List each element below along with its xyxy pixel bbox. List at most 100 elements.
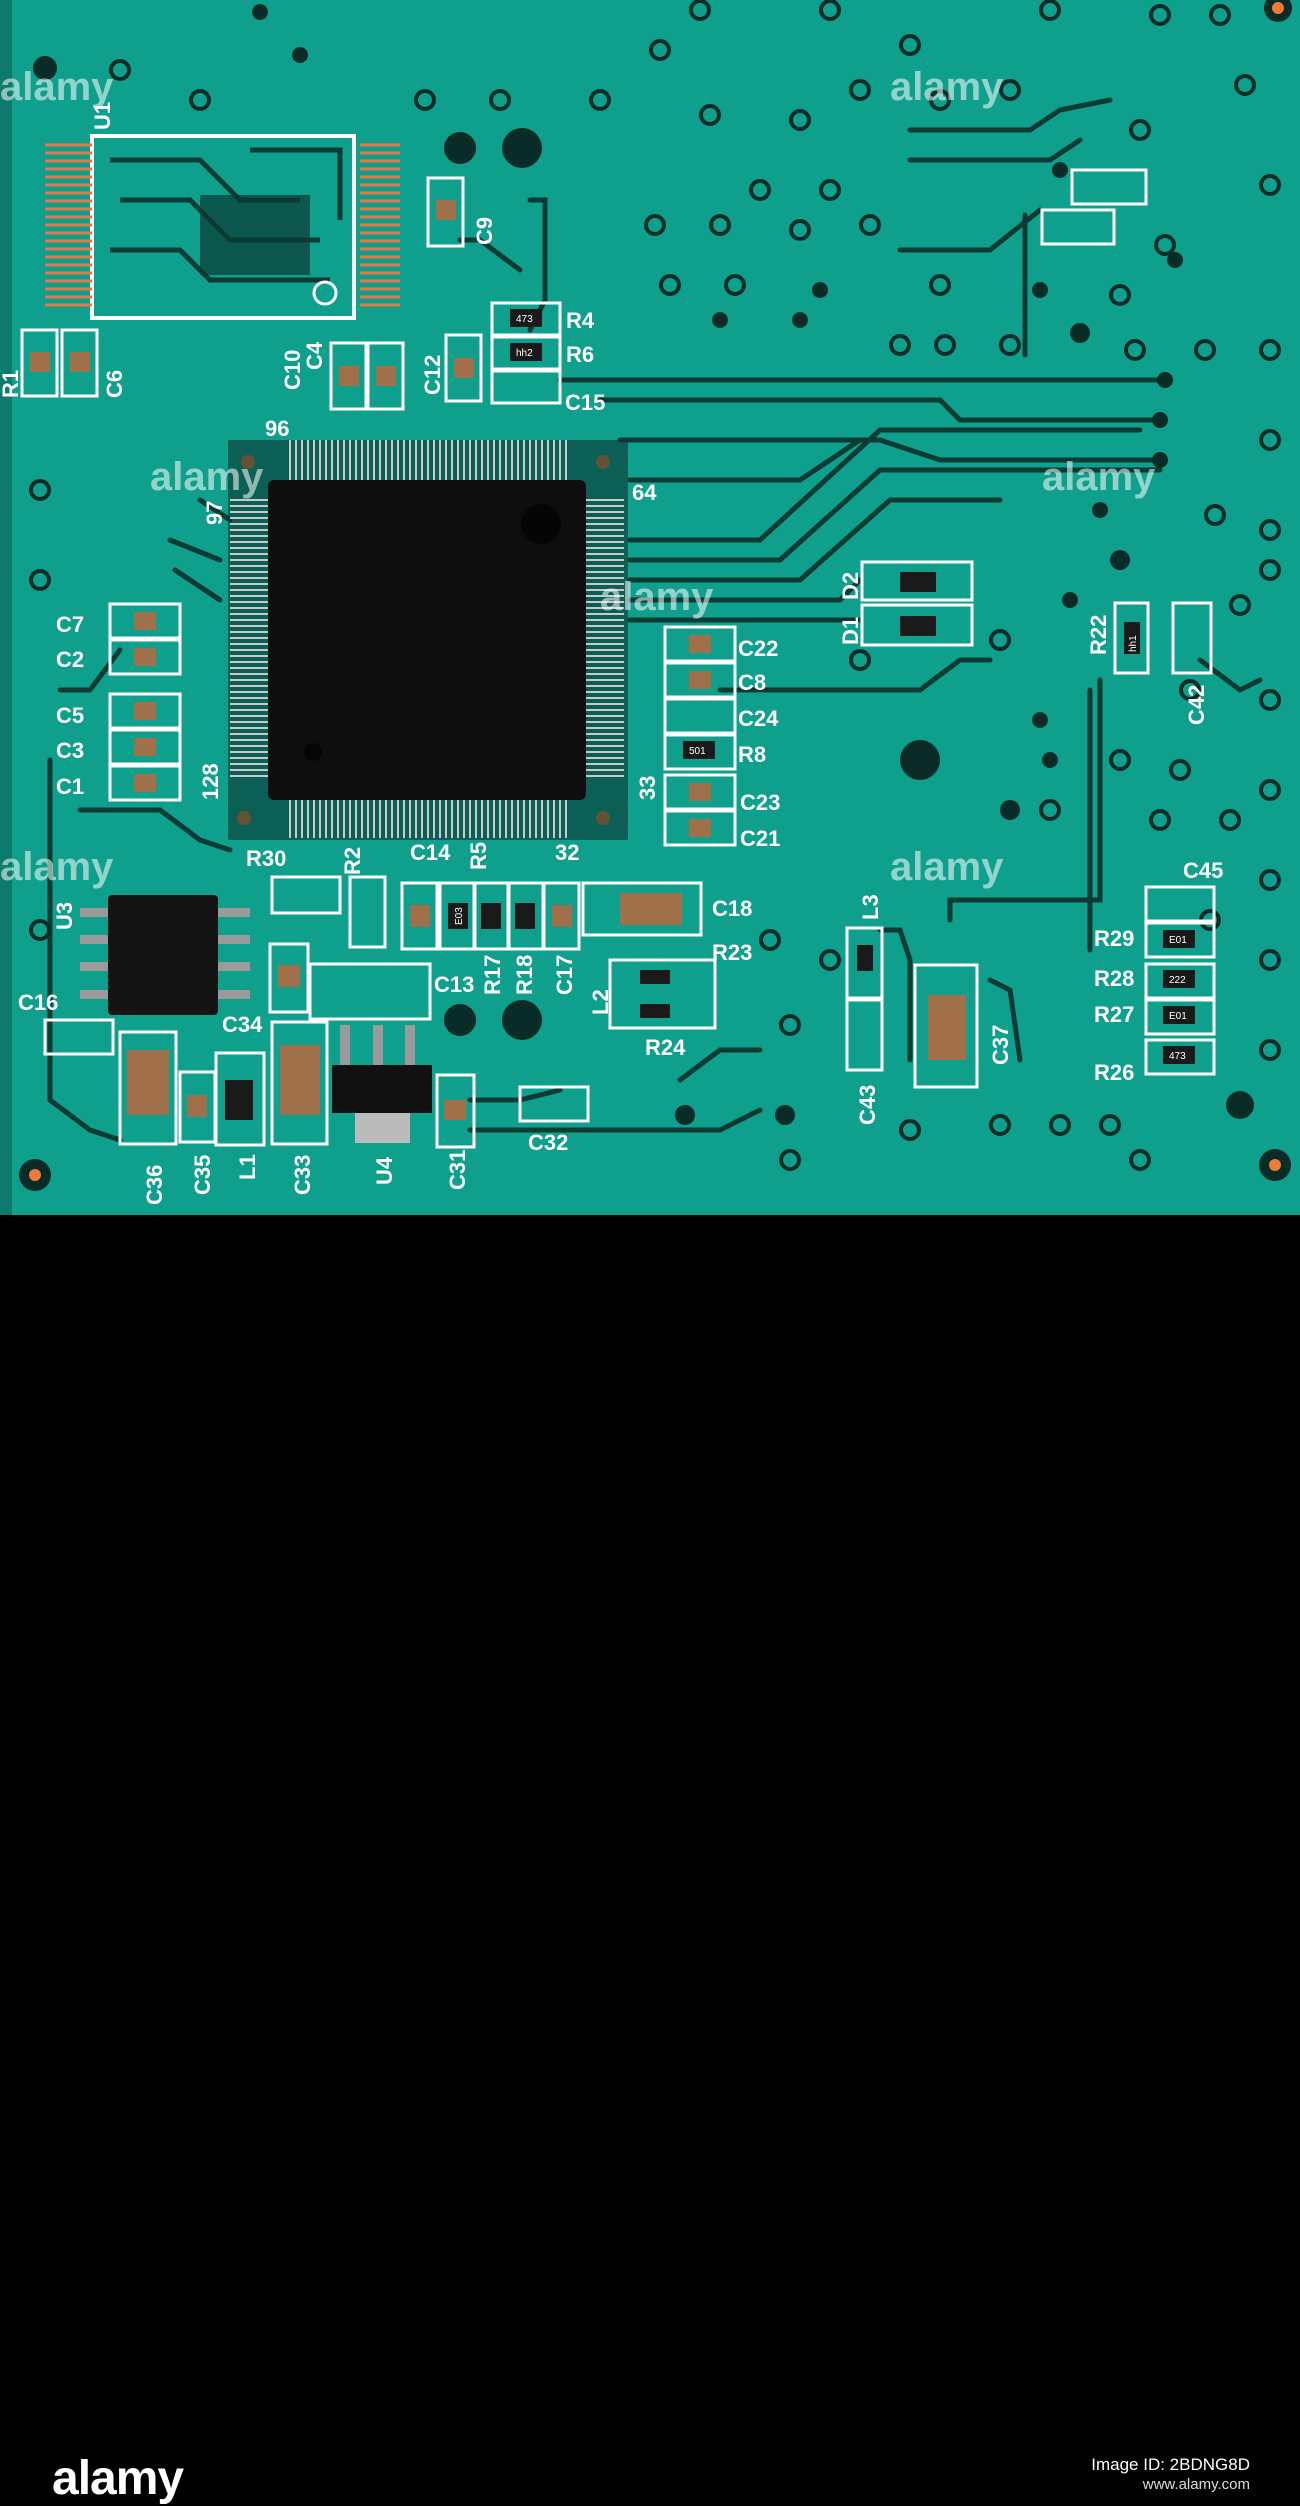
watermark: alamy [150,455,264,499]
code-r27: E01 [1169,1011,1187,1022]
pin-128: 128 [198,763,223,800]
label-c10: C10 [280,350,305,390]
label-l3: L3 [858,894,883,920]
label-r4: R4 [566,308,595,333]
label-u1: U1 [90,102,115,130]
label-c15: C15 [565,390,605,415]
label-r2: R2 [340,847,365,875]
label-c22: C22 [738,636,778,661]
label-c14: C14 [410,840,451,865]
label-l1: L1 [235,1154,260,1180]
watermark-layer: alamy alamy alamy alamy alamy alamy alam… [0,65,1156,889]
code-r28: 222 [1169,975,1186,986]
watermark: alamy [0,65,114,109]
label-r26: R26 [1094,1060,1134,1085]
label-c45: C45 [1183,858,1223,883]
label-c12: C12 [420,355,445,395]
label-c34: C34 [222,1012,263,1037]
label-l2: L2 [588,989,613,1015]
code-r6: hh2 [516,348,533,359]
label-c24: C24 [738,706,779,731]
stock-footer: alamy Image ID: 2BDNG8D www.alamy.com [0,1215,1300,2505]
pin-33: 33 [635,776,660,800]
label-r22: R22 [1086,615,1111,655]
label-c9: C9 [472,217,497,245]
label-c5: C5 [56,703,84,728]
pin-64: 64 [632,480,657,505]
label-r29: R29 [1094,926,1134,951]
label-d2: D2 [838,572,863,600]
component-bodies [30,200,966,1120]
label-r8: R8 [738,742,766,767]
watermark: alamy [890,845,1004,889]
label-c13: C13 [434,972,474,997]
image-id: Image ID: 2BDNG8D [1091,2455,1250,2474]
resistor-codes: 473 hh2 501 E01 222 E01 473 hh1 E03 [454,314,1187,1062]
label-c4: C4 [302,341,327,370]
label-c7: C7 [56,612,84,637]
label-c33: C33 [290,1155,315,1195]
label-c6: C6 [102,370,127,398]
label-d1: D1 [838,617,863,645]
u1-footprint [45,134,400,320]
label-c37: C37 [988,1025,1013,1065]
pin-32: 32 [555,840,579,865]
label-c21: C21 [740,826,780,851]
label-r6: R6 [566,342,594,367]
label-r23: R23 [712,940,752,965]
label-c18: C18 [712,896,752,921]
label-c42: C42 [1184,685,1209,725]
grid-vias [29,0,1281,1171]
label-c35: C35 [190,1155,215,1195]
code-r26: 473 [1169,1051,1186,1062]
label-c23: C23 [740,790,780,815]
u3-chip [80,895,250,1015]
code-r8: 501 [689,746,706,757]
u1-pins-left [45,143,92,307]
label-u4: U4 [372,1156,397,1185]
site-url: www.alamy.com [1142,2476,1250,2493]
label-r1: R1 [0,370,23,398]
label-u3: U3 [52,902,77,930]
label-c36: C36 [142,1165,167,1205]
code-r5: E03 [454,907,465,925]
label-c8: C8 [738,670,766,695]
code-r29: E01 [1169,935,1187,946]
watermark: alamy [0,845,114,889]
label-c1: C1 [56,774,84,799]
label-c32: C32 [528,1130,568,1155]
label-r18: R18 [512,955,537,995]
u1-pins-right [360,143,400,307]
watermark: alamy [890,65,1004,109]
code-r4: 473 [516,314,533,325]
qfp-pins-top [230,440,624,838]
pin-97: 97 [202,501,227,525]
label-c3: C3 [56,738,84,763]
label-r30: R30 [246,846,286,871]
circuit-board-photo: alamy alamy alamy alamy alamy alamy alam… [0,0,1300,1215]
vias [252,4,1254,1125]
main-qfp-chip [228,440,628,840]
watermark: alamy [1042,455,1156,499]
silkscreen-labels: U1 R1 C6 C9 C10 C4 C12 R4 R6 C15 96 97 6… [0,102,1223,1205]
label-r28: R28 [1094,966,1134,991]
label-r24: R24 [645,1035,686,1060]
resistor-bodies [225,309,1195,1120]
watermark: alamy [600,575,714,619]
label-c31: C31 [445,1150,470,1190]
u4-regulator [332,1025,432,1143]
label-c2: C2 [56,647,84,672]
label-c43: C43 [855,1085,880,1125]
label-r5: R5 [466,842,491,870]
label-c16: C16 [18,990,58,1015]
label-r17: R17 [480,955,505,995]
image-id-block: Image ID: 2BDNG8D www.alamy.com [1091,2455,1250,2495]
qfp-body [268,480,586,800]
code-r22: hh1 [1128,635,1139,652]
label-r27: R27 [1094,1002,1134,1027]
smd-components [20,168,1216,1149]
label-c17: C17 [552,955,577,995]
pin-96: 96 [265,416,289,441]
brand-logo: alamy [52,2452,184,2505]
